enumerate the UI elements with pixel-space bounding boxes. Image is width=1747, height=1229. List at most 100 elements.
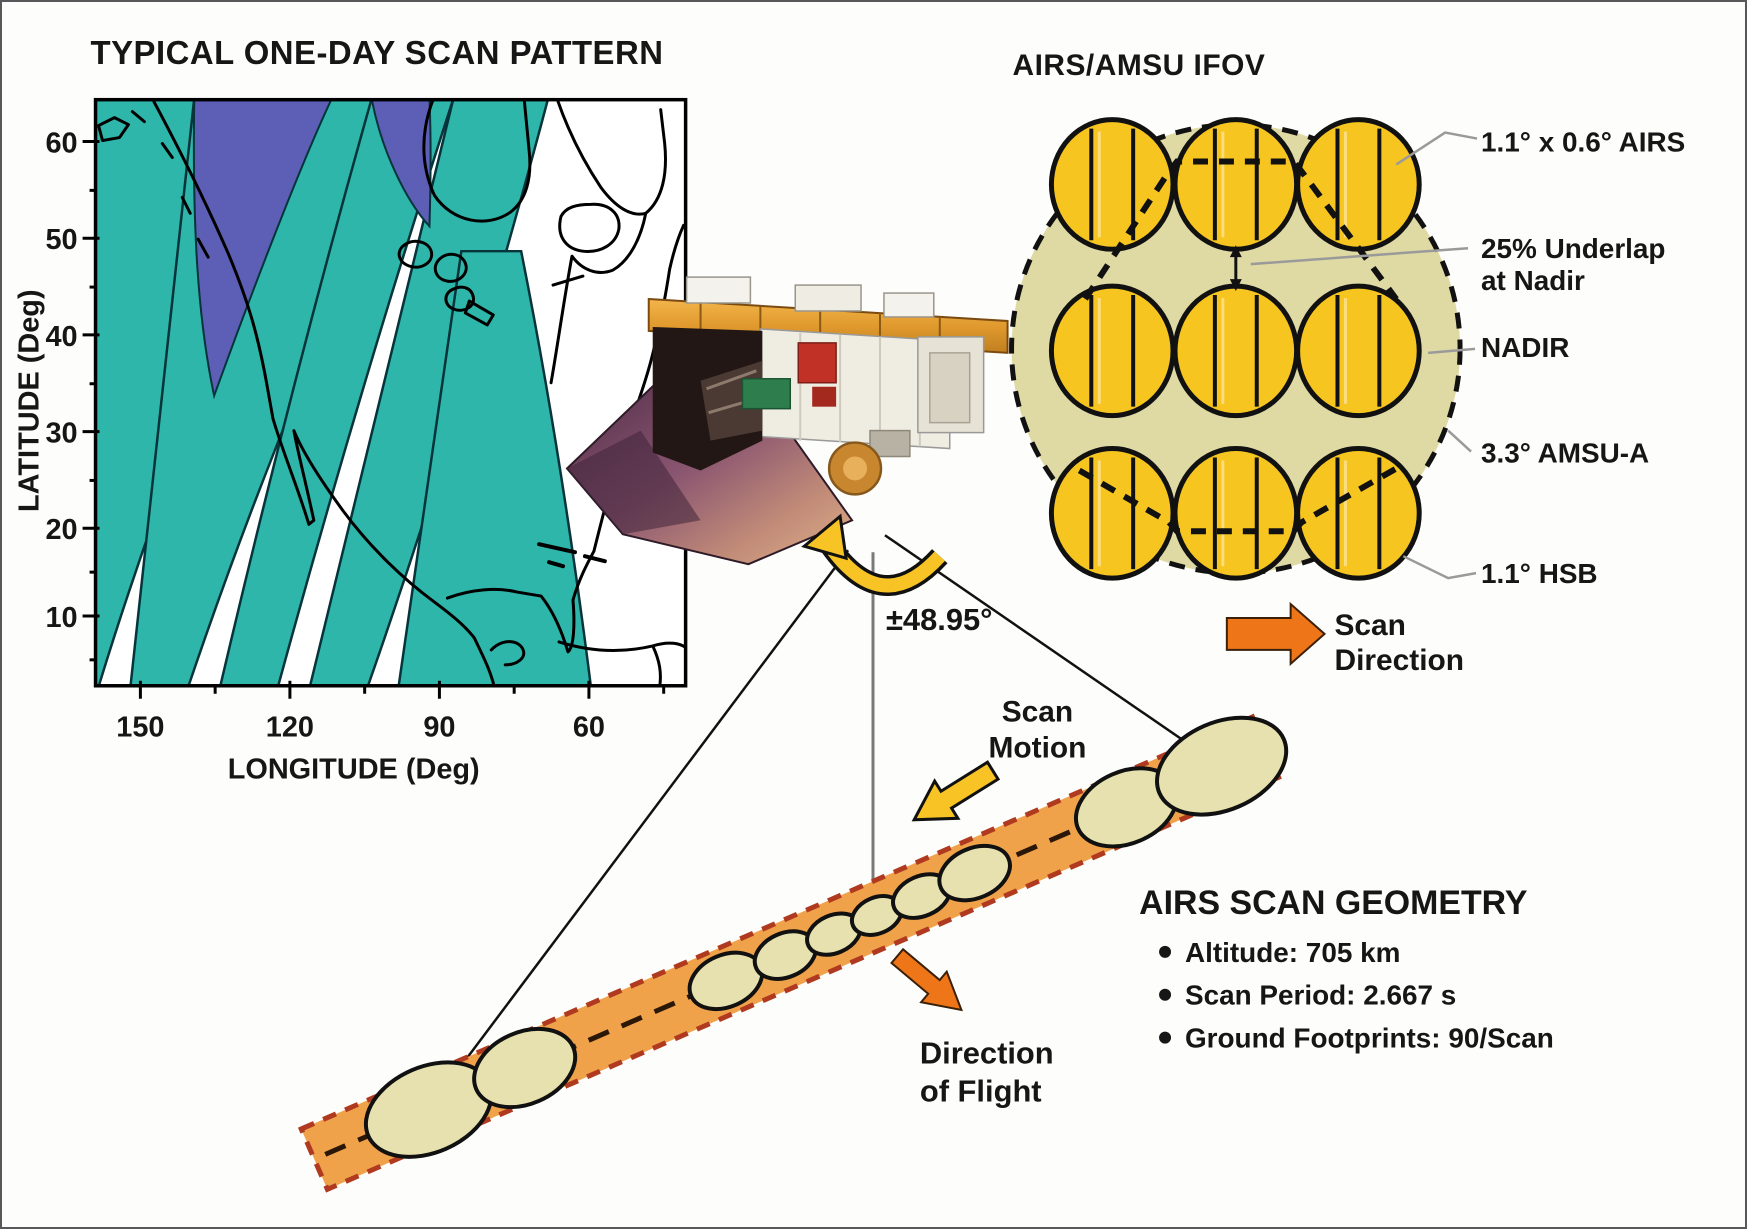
scan-angle-label: ±48.95° <box>886 602 993 637</box>
y-tick: 30 <box>45 418 77 450</box>
airs-footprint <box>1295 117 1422 252</box>
nova-scotia <box>551 274 585 287</box>
leader-underlap <box>1250 246 1469 266</box>
scan-path-dashes <box>1077 158 1399 535</box>
bullet-dot <box>1159 988 1172 1001</box>
label-hsb: 1.1° HSB <box>1481 558 1598 589</box>
satellite-top-box <box>685 276 752 304</box>
leader-amsu <box>1447 429 1472 453</box>
airs-footprint <box>1172 446 1300 581</box>
instrument-red <box>797 342 837 384</box>
y-tick: 20 <box>45 514 77 546</box>
ground-footprint <box>472 1026 578 1110</box>
satellite-top-box <box>883 292 935 318</box>
label-nadir: NADIR <box>1481 332 1569 363</box>
airs-footprint-grid <box>1048 117 1422 581</box>
right-arrow-icon <box>1225 601 1327 667</box>
scan-sweep-arc <box>801 513 948 596</box>
satellite-top-box <box>794 284 862 312</box>
bullet-dot <box>1159 945 1172 958</box>
ground-swath: Scan Motion Direction of Flight <box>297 696 1289 1193</box>
airs-footprint <box>1172 117 1300 252</box>
y-tick: 10 <box>45 602 77 634</box>
satellite-illustration: ±48.95° <box>565 276 1009 637</box>
leader-airs <box>1395 131 1478 166</box>
y-axis-label: LATITUDE (Deg) <box>14 289 46 512</box>
scan-motion: Scan Motion <box>911 696 1086 822</box>
y-tick-labels: 60 50 40 30 20 10 <box>45 128 77 634</box>
scan-direction-arrow: Scan Direction <box>1225 601 1464 677</box>
label-scan-motion-2: Motion <box>988 732 1086 765</box>
x-tick: 120 <box>266 712 314 744</box>
gulf-east-coast <box>445 223 686 654</box>
ground-footprint <box>1155 715 1289 817</box>
overlap-wedge <box>192 99 333 400</box>
alaska-bits <box>97 110 210 259</box>
swath-band <box>397 249 593 686</box>
coastline-north-america <box>97 99 686 686</box>
y-tick: 50 <box>45 224 77 256</box>
newfoundland-island <box>558 202 621 253</box>
y-tick: 40 <box>45 321 77 353</box>
label-underlap-1: 25% Underlap <box>1481 233 1665 264</box>
instrument-red-small <box>812 386 837 407</box>
overlap-wedge <box>370 99 432 229</box>
leader-nadir <box>1428 347 1476 355</box>
underlap-arrow <box>1229 245 1242 292</box>
bullet-ground-footprints: Ground Footprints: 90/Scan <box>1185 1023 1554 1054</box>
bullet-scan-period: Scan Period: 2.667 s <box>1185 980 1456 1011</box>
axis-ticks <box>82 140 666 699</box>
overlap-wedges <box>192 99 432 400</box>
map-title: TYPICAL ONE-DAY SCAN PATTERN <box>91 34 664 71</box>
label-scan-direction-1: Scan <box>1334 609 1405 642</box>
airs-footprint <box>1295 283 1422 419</box>
label-direction-flight-2: of Flight <box>920 1073 1042 1108</box>
label-scan-direction-2: Direction <box>1334 644 1464 677</box>
swath-band-group <box>297 713 1289 1193</box>
x-tick-labels: 150 120 90 60 <box>116 712 605 744</box>
geometry-title: AIRS SCAN GEOMETRY <box>1139 884 1528 922</box>
bullet-dot <box>1159 1031 1172 1044</box>
map-content <box>95 99 686 686</box>
scan-pattern-map: TYPICAL ONE-DAY SCAN PATTERN <box>14 34 688 785</box>
footprint-highlights <box>1097 131 1347 567</box>
airs-footprint <box>1048 117 1176 252</box>
x-tick: 90 <box>423 712 455 744</box>
yucatan <box>489 640 526 667</box>
instrument-green <box>741 378 792 410</box>
arc-arrowhead <box>801 513 848 561</box>
x-tick: 60 <box>573 712 605 744</box>
satellite-side-panel <box>929 352 971 424</box>
label-underlap-2: at Nadir <box>1481 265 1585 296</box>
airs-footprint <box>1295 446 1422 581</box>
label-airs-fov: 1.1° x 0.6° AIRS <box>1481 127 1685 158</box>
pacific-coast <box>151 99 496 686</box>
y-tick: 60 <box>45 128 77 160</box>
bullet-altitude: Altitude: 705 km <box>1185 937 1400 968</box>
scan-limit-line-right <box>884 534 1221 767</box>
x-axis-label: LONGITUDE (Deg) <box>228 753 480 785</box>
sight-lines <box>427 534 1221 1111</box>
scan-motion-arrow-icon <box>911 760 1001 822</box>
ifov-panel: AIRS/AMSU IFOV <box>1009 49 1685 677</box>
ifov-leader-lines <box>1250 131 1478 580</box>
ground-footprints <box>363 715 1289 1159</box>
ground-footprint <box>937 843 1012 903</box>
scan-limit-line-left <box>427 549 850 1111</box>
scan-mirror-center <box>843 456 868 481</box>
scan-geometry-info: AIRS SCAN GEOMETRY Altitude: 705 km Scan… <box>1139 884 1554 1054</box>
leader-hsb <box>1402 555 1477 580</box>
label-direction-flight-1: Direction <box>920 1036 1054 1071</box>
caribbean-islands <box>537 542 607 569</box>
south-america-coast <box>557 640 686 686</box>
swath-band <box>219 99 455 686</box>
flight-arrow-icon <box>890 947 963 1012</box>
maritimes-coast <box>549 211 648 385</box>
airs-footprint <box>1172 283 1300 419</box>
swath-bands <box>95 99 593 686</box>
direction-of-flight: Direction of Flight <box>890 947 1054 1108</box>
label-scan-motion-1: Scan <box>1002 696 1073 729</box>
airs-footprint <box>1048 283 1176 419</box>
